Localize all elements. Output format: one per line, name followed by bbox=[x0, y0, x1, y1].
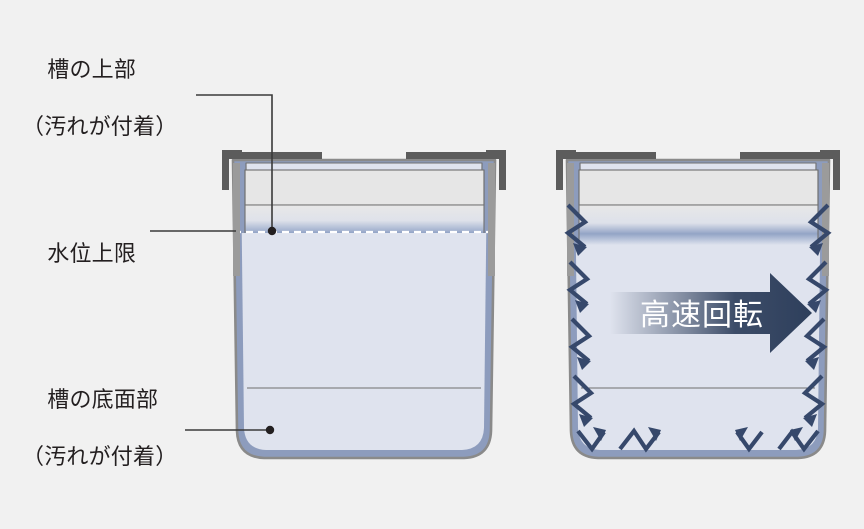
right-bracket-top-right bbox=[820, 150, 840, 190]
zigzag-arrowheads-bottom-left bbox=[593, 427, 661, 441]
tank-diagram-svg: 高速回転 bbox=[150, 94, 840, 460]
right-tank-water-surface-gradient bbox=[579, 205, 818, 245]
left-bracket-top-right-arm bbox=[406, 152, 503, 159]
rotation-arrow-shape bbox=[610, 273, 812, 353]
right-tank-water-body bbox=[575, 245, 821, 450]
left-tank-water-body bbox=[241, 233, 487, 450]
label-bottom-part-line1: 槽の底面部 bbox=[47, 386, 159, 412]
left-bracket-top-left bbox=[222, 150, 242, 190]
right-bracket-top-left bbox=[556, 150, 576, 190]
right-bracket-top-left-arm bbox=[559, 152, 656, 159]
zigzag-arrows-left-wall bbox=[564, 203, 595, 420]
label-top-part: 槽の上部 （汚れが付着） bbox=[22, 27, 177, 199]
left-tank-upper-panel bbox=[244, 169, 485, 206]
left-rim-bar-right bbox=[488, 163, 495, 276]
label-top-part-line1: 槽の上部 bbox=[47, 56, 137, 82]
zigzag-arrowheads-left-wall bbox=[573, 243, 593, 427]
left-bracket-top-left-arm bbox=[225, 152, 322, 159]
leader-dot-bottom-part bbox=[265, 425, 275, 435]
right-rim-bar-right bbox=[822, 163, 829, 276]
label-bottom-part: 槽の底面部 （汚れが付着） bbox=[22, 357, 177, 529]
label-water-limit: 水位上限 bbox=[22, 211, 136, 297]
left-bracket-top-right bbox=[486, 150, 506, 190]
rotation-arrow-label: 高速回転 bbox=[640, 299, 764, 332]
label-water-limit-text: 水位上限 bbox=[47, 240, 137, 266]
left-tank-group bbox=[150, 94, 506, 460]
right-tank-upper-panel bbox=[578, 169, 819, 206]
label-bottom-part-line2: （汚れが付着） bbox=[22, 443, 178, 469]
zigzag-arrowheads-right-wall bbox=[803, 243, 823, 427]
label-top-part-line2: （汚れが付着） bbox=[22, 113, 178, 139]
diagram-canvas: 高速回転 槽の上部 （汚れが付着） 水位上限 槽の底面部 （汚れが付着） bbox=[22, 27, 840, 469]
zigzag-arrows-right-wall bbox=[801, 203, 832, 420]
left-tank-water-surface-gradient bbox=[245, 205, 484, 233]
right-tank-group: 高速回転 bbox=[556, 150, 840, 460]
leader-line-top-part bbox=[196, 94, 273, 231]
right-rim-bar-left bbox=[567, 163, 574, 276]
zigzag-arrowheads-bottom-right bbox=[735, 427, 803, 441]
right-bracket-top-right-arm bbox=[740, 152, 837, 159]
leader-dot-top-part bbox=[267, 226, 277, 236]
left-rim-bar-left bbox=[233, 163, 240, 276]
high-speed-rotation-arrow: 高速回転 bbox=[610, 273, 812, 353]
